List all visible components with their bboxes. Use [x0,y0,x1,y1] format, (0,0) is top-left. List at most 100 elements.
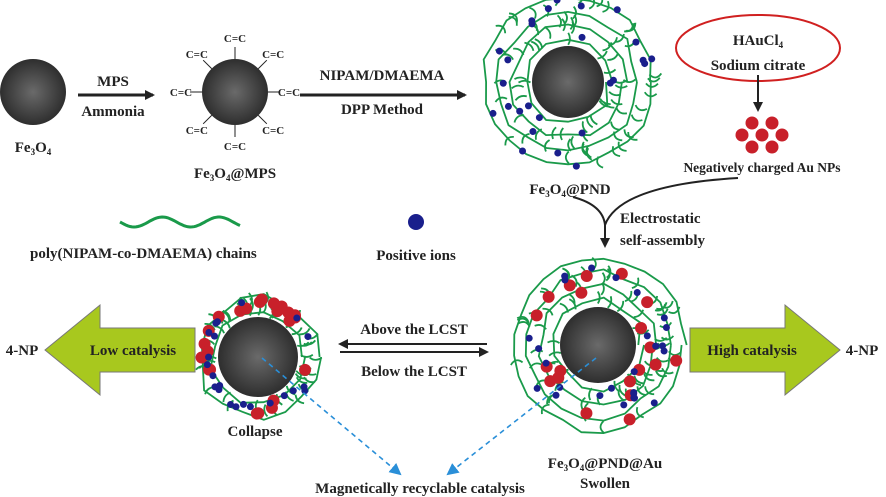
polymer-crosslink [559,127,564,141]
polymer-crosslink [601,272,606,286]
positive-ion [572,162,580,170]
mps-label: MPS [97,74,129,90]
polymer-crosslink [589,114,598,126]
polymer-crosslink [514,95,528,101]
below-lcst-label: Below the LCST [361,364,467,380]
polymer-crosslink [547,340,561,344]
polymer-chain [524,268,672,422]
polymer-crosslink [518,79,531,84]
au-nanoparticle [765,116,779,130]
positive-ion [524,102,532,110]
dpp-method-label: DPP Method [341,102,424,118]
assembly-arrow [600,177,739,248]
polymer-crosslink [585,145,592,159]
polymer-crosslink [614,33,625,43]
positive-ion [239,400,247,408]
au-nanoparticle [623,375,636,388]
positive-ion [578,33,586,41]
polymer-crosslink [617,389,625,402]
polymer-crosslink [633,375,644,385]
positive-ion [639,56,647,64]
polymer-crosslink [300,353,314,358]
au-nanoparticle [745,116,759,130]
electrostatic-label: Electrostatic [620,211,701,227]
au-nanoparticle [641,296,654,309]
polymer-crosslink [524,41,535,51]
polymer-crosslink [586,116,594,129]
polymer-crosslink [504,136,514,146]
polymer-crosslink [534,324,547,330]
polymer-crosslink [596,291,601,304]
vinyl-group-label: C=C [224,33,246,45]
au-nanoparticle-cluster [735,116,789,154]
positive-ion [238,299,246,307]
positive-ion [529,128,537,136]
au-nanoparticle [670,354,683,367]
positive-ion [607,384,615,392]
au-nanoparticle [635,322,648,335]
swollen-particle [510,257,688,435]
polymer-crosslink [529,6,537,19]
mps-bond [257,59,268,70]
polymer-chain [552,296,645,393]
polymer-crosslink [513,47,525,56]
polymer-crosslink [645,82,659,88]
positive-ion [660,314,668,322]
core-sphere [0,59,66,125]
positive-ion [205,329,213,337]
positive-ion [212,319,220,327]
fe3o4-pnd-label: Fe3O4@PND [529,182,610,199]
polymer-crosslink [627,131,638,141]
polymer-crosslink [581,143,588,157]
positive-ion [542,359,550,367]
polymer-crosslink [514,76,527,81]
au-nanoparticle [765,140,779,154]
polymer-crosslink [540,403,550,415]
positive-ion [209,372,217,380]
polymer-crosslink [596,156,604,169]
positive-ion [578,129,586,137]
polymer-crosslink [634,104,648,112]
au-nanoparticle [745,140,759,154]
polymer-crosslink [294,394,305,405]
positive-ion [210,332,218,340]
positive-ion [648,55,656,63]
polymer-crosslink [516,317,530,325]
polymer-crosslink [644,386,655,396]
positive-ion [544,5,552,13]
positive-ion [280,392,288,400]
polymer-crosslink [655,357,669,363]
positive-ion [304,333,312,341]
positive-ion [528,17,536,25]
polymer-crosslink [636,386,646,396]
polymer-crosslink [635,406,644,419]
polymer-crosslink [648,72,663,79]
mps-bond [202,59,213,70]
positive-ion [525,334,533,342]
polymer-crosslink [295,376,308,384]
polymer-crosslink [263,404,269,418]
positive-ion [659,342,667,350]
polymer-crosslink [581,121,588,134]
au-nanoparticle [552,371,565,384]
polymer-crosslink [534,38,544,49]
polymer-crosslink [622,78,636,84]
polymer-crosslink [556,14,562,28]
polymer-crosslink [631,277,640,289]
fe3o4-label: Fe3O4 [15,140,52,157]
positive-ion [632,38,640,46]
positive-ion [533,384,541,392]
polymer-crosslink [606,265,612,279]
positive-ion [630,394,638,402]
polymer-crosslink [562,267,570,280]
positive-ion [205,353,213,361]
vinyl-group-label: C=C [186,49,208,61]
polymer-crosslink [544,139,551,152]
positive-ion [301,387,309,395]
polymer-crosslink [544,26,552,39]
polymer-crosslink [508,15,518,26]
polymer-crosslink [633,309,645,319]
au-nanoparticle [580,407,593,420]
polymer-crosslink [597,50,608,60]
polymer-crosslink [580,396,586,410]
